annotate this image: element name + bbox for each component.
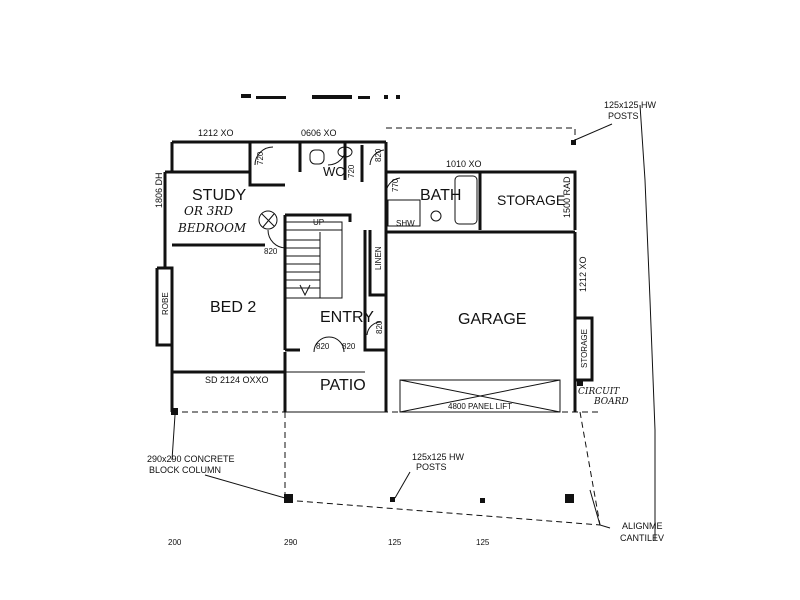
column-label-2: BLOCK COLUMN <box>149 465 221 475</box>
hand-mark <box>258 210 278 230</box>
storage-side-label: STORAGE <box>580 329 589 368</box>
room-wc: WC <box>323 164 345 179</box>
room-patio: PATIO <box>320 377 366 394</box>
room-entry: ENTRY <box>320 309 374 326</box>
study-note-line2: BEDROOM <box>177 221 247 235</box>
bottom-dim-1: 200 <box>168 538 182 547</box>
deck-outline <box>172 127 611 529</box>
exterior-walls <box>155 140 594 412</box>
window-1010: 1010 XO <box>446 159 482 169</box>
posts-mid-label-1: 125x125 HW <box>412 452 465 462</box>
alignment-label-1: ALIGNME <box>622 521 663 531</box>
scan-artifact <box>241 94 400 99</box>
alignment-line <box>639 104 656 540</box>
door-820-bed: 820 <box>264 247 278 256</box>
robe-label: ROBE <box>161 292 170 315</box>
door-720-b: 720 <box>347 164 356 178</box>
bottom-dim-4: 125 <box>476 538 490 547</box>
room-storage-top: STORAGE <box>497 192 565 208</box>
door-820-entry: 820 <box>375 320 384 334</box>
door-770: 770 <box>391 178 400 192</box>
door-sd-2124: SD 2124 OXXO <box>205 375 269 385</box>
circuit-label-2: BOARD <box>593 397 629 407</box>
linen-label: LINEN <box>374 246 383 270</box>
posts-top-leader <box>574 123 613 141</box>
posts-leader <box>394 471 411 499</box>
circuit-label-1: CIRCUIT <box>578 387 620 397</box>
window-1806: 1806 DH <box>154 172 164 208</box>
window-1500: 1500 RAD <box>562 176 572 218</box>
posts-mid-label-2: POSTS <box>416 462 447 472</box>
alignment-label-2: CANTILEV <box>620 533 664 543</box>
interior-walls <box>165 142 561 413</box>
stair-up-label: UP <box>313 218 324 227</box>
door-820-right: 820 <box>342 342 356 351</box>
bath-fixtures <box>309 146 478 227</box>
shower-label: SHW <box>396 219 415 228</box>
room-bath: BATH <box>420 187 461 204</box>
posts-top-label-2: POSTS <box>608 111 639 121</box>
door-720-a: 720 <box>256 151 265 165</box>
posts-top-label-1: 125x125 HW <box>604 100 657 110</box>
window-1212-top: 1212 XO <box>198 128 234 138</box>
study-note-line1: OR 3RD <box>184 204 233 218</box>
bottom-dim-3: 125 <box>388 538 402 547</box>
bottom-dim-2: 290 <box>284 538 298 547</box>
window-1212-side: 1212 XO <box>578 256 588 292</box>
panel-lift-label: 4800 PANEL LIFT <box>448 402 512 411</box>
room-study: STUDY <box>192 187 247 204</box>
door-swings <box>254 146 401 353</box>
window-0606: 0606 XO <box>301 128 337 138</box>
door-820-left: 820 <box>316 342 330 351</box>
room-garage: GARAGE <box>458 311 526 328</box>
stairs <box>285 221 343 299</box>
room-bed-2: BED 2 <box>210 299 256 316</box>
door-820-wc: 820 <box>374 148 383 162</box>
column-leader <box>171 414 286 499</box>
column-label-1: 290x290 CONCRETE <box>147 454 235 464</box>
